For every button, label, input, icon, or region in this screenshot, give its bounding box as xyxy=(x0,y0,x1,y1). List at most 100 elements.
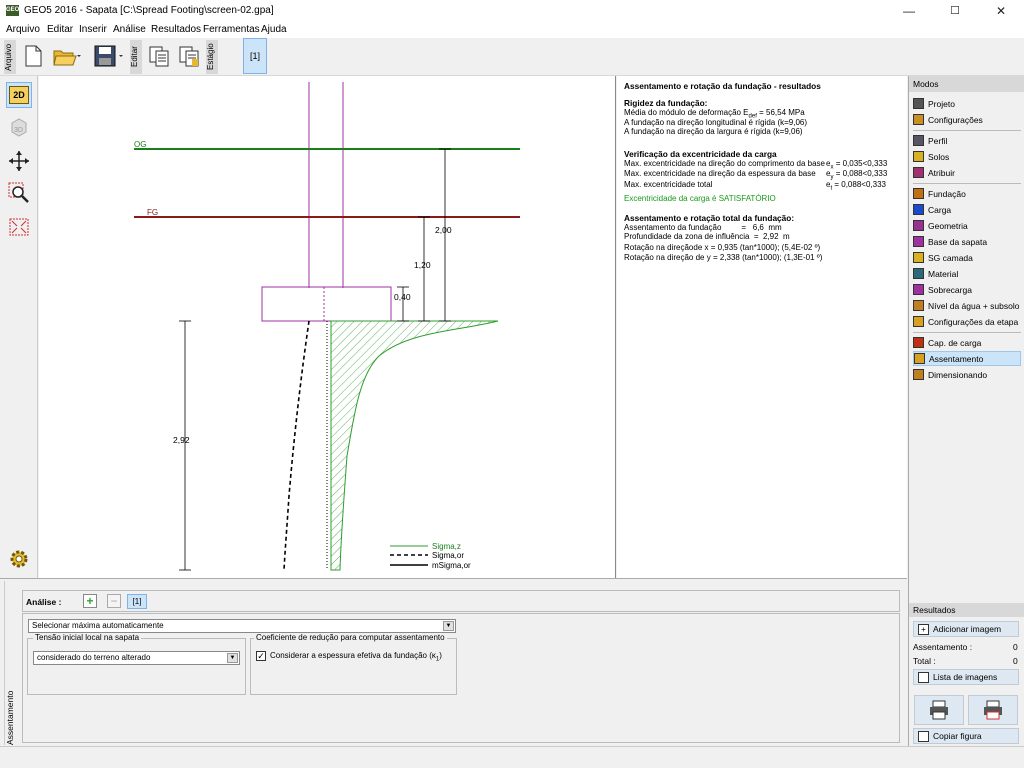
menu-ajuda[interactable]: Ajuda xyxy=(261,24,287,35)
settlement-side-label: Assentamento xyxy=(4,581,18,745)
mode-item-configuracoes-da-etapa[interactable]: Configurações da etapa xyxy=(913,314,1021,329)
eccentricity-ok-message: Excentricidade da carga é SATISFATÓRIO xyxy=(624,194,776,203)
editar-group-label: Editar xyxy=(130,40,142,74)
total-count-label: Total : xyxy=(913,656,936,666)
effective-thickness-checkbox[interactable]: ✓ xyxy=(256,651,266,661)
influence-depth: Profundidade da zona de influência = 2,9… xyxy=(624,232,790,241)
pan-button[interactable] xyxy=(6,148,32,174)
menu-analise[interactable]: Análise xyxy=(113,24,146,35)
dimension-lines xyxy=(179,148,451,571)
og-label: OG xyxy=(134,140,146,149)
mode-item-fundacao[interactable]: Fundação xyxy=(913,186,1021,201)
total-count-value: 0 xyxy=(1013,656,1018,666)
legend-msigma-or: mSigma,or xyxy=(432,561,471,570)
mode-item-configuracoes[interactable]: Configurações xyxy=(913,112,1021,127)
print-button[interactable] xyxy=(914,695,964,725)
mode-item-base-da-sapata[interactable]: Base da sapata xyxy=(913,234,1021,249)
initial-tension-label: Tensão inicial local na sapata xyxy=(33,633,142,642)
profile-icon xyxy=(913,135,924,146)
legend-sigma-or: Sigma,or xyxy=(432,551,464,560)
dim-label-2-00: 2,00 xyxy=(435,225,452,235)
results-title: Assentamento e rotação da fundação - res… xyxy=(624,81,821,91)
minimize-button[interactable]: — xyxy=(903,4,915,18)
load-icon xyxy=(913,204,924,215)
mode-item-material[interactable]: Material xyxy=(913,266,1021,281)
analysis-mode-select[interactable]: Selecionar máxima automaticamente▼ xyxy=(28,619,456,633)
move-arrows-icon xyxy=(9,151,29,171)
svg-text:3D: 3D xyxy=(14,127,23,134)
results-box-title: Resultados xyxy=(909,603,1024,617)
reduction-coef-label: Coeficiente de redução para computar ass… xyxy=(254,633,447,642)
view-2d-button[interactable]: 2D xyxy=(6,82,32,108)
stage-settings-icon xyxy=(913,316,924,327)
mode-item-projeto[interactable]: Projeto xyxy=(913,96,1021,111)
mode-item-geometria[interactable]: Geometria xyxy=(913,218,1021,233)
mode-item-atribuir[interactable]: Atribuir xyxy=(913,165,1021,180)
mode-item-cap-de-carga[interactable]: Cap. de carga xyxy=(913,335,1021,350)
menu-inserir[interactable]: Inserir xyxy=(79,24,107,35)
sigma-or-curve xyxy=(283,320,310,571)
footing-drawing: OG FG 2,00 1,20 0,40 2,92 Sigma,z Sigma,… xyxy=(134,82,520,571)
add-analysis-button[interactable]: + xyxy=(83,594,97,608)
remove-analysis-button[interactable]: − xyxy=(107,594,121,608)
new-file-icon[interactable] xyxy=(22,44,44,68)
rigidity-width: A fundação na direção da largura é rígid… xyxy=(624,127,803,136)
menu-arquivo[interactable]: Arquivo xyxy=(6,24,40,35)
zoom-button[interactable] xyxy=(6,180,32,206)
chevron-down-icon: ▼ xyxy=(443,621,454,631)
menu-resultados[interactable]: Resultados xyxy=(151,24,202,35)
mode-item-sg-camada[interactable]: SG camada xyxy=(913,250,1021,265)
mode-item-perfil[interactable]: Perfil xyxy=(913,133,1021,148)
stage-1-button[interactable]: [1] xyxy=(243,38,267,74)
mode-item-carga[interactable]: Carga xyxy=(913,202,1021,217)
effective-thickness-label: Considerar a espessura efetiva da fundaç… xyxy=(270,651,442,663)
menu-editar[interactable]: Editar xyxy=(47,24,74,35)
print-export-button[interactable] xyxy=(968,695,1018,725)
settlement-heading: Assentamento e rotação total da fundação… xyxy=(624,213,795,223)
copy-figure-button[interactable]: Copiar figura xyxy=(913,728,1019,744)
open-file-icon[interactable] xyxy=(52,44,82,68)
analysis-1-tab[interactable]: [1] xyxy=(127,594,147,609)
add-image-button[interactable]: +Adicionar imagem xyxy=(913,621,1019,637)
footing-rectangle xyxy=(261,286,392,322)
save-file-icon[interactable] xyxy=(92,44,126,68)
gear-icon xyxy=(10,550,28,568)
eccentricity-heading: Verificação da excentricidade da carga xyxy=(624,149,777,159)
settings-gear-button[interactable] xyxy=(6,546,32,572)
maximize-button[interactable]: ☐ xyxy=(950,5,960,17)
ecc-total-label: Max. excentricidade total xyxy=(624,180,713,189)
analysis-label: Análise : xyxy=(26,597,62,607)
mode-item-nivel-da-agua-subsolo[interactable]: Nível da água + subsolo xyxy=(913,298,1021,313)
legend-sigma-z: Sigma,z xyxy=(432,542,461,551)
close-button[interactable]: ✕ xyxy=(995,4,1007,18)
mode-item-sobrecarga[interactable]: Sobrecarga xyxy=(913,282,1021,297)
modes-divider xyxy=(913,332,1021,333)
settlement-value: Assentamento da fundação = 6,6 mm xyxy=(624,223,782,232)
list-images-button[interactable]: Lista de imagens xyxy=(913,669,1019,685)
initial-tension-select[interactable]: considerado do terreno alterado▼ xyxy=(33,651,240,665)
material-icon xyxy=(913,268,924,279)
water-icon xyxy=(913,300,924,311)
title-bar: GEO GEO5 2016 - Sapata [C:\Spread Footin… xyxy=(0,0,1024,22)
zoom-extent-button[interactable] xyxy=(6,214,32,240)
copy-data-icon[interactable] xyxy=(148,44,170,68)
dim-label-0-40: 0,40 xyxy=(394,292,411,302)
initial-tension-group: Tensão inicial local na sapata considera… xyxy=(27,633,246,695)
drawing-canvas[interactable]: OG FG 2,00 1,20 0,40 2,92 Sigma,z Sigma,… xyxy=(39,76,616,578)
foundation-icon xyxy=(913,188,924,199)
settlement-icon xyxy=(914,353,925,364)
stress-bulb xyxy=(330,320,499,571)
rigidity-modulus: Média do módulo de deformação Edef = 56,… xyxy=(624,108,805,120)
modes-divider xyxy=(913,183,1021,184)
mode-item-solos[interactable]: Solos xyxy=(913,149,1021,164)
analysis-input-panel: Assentamento Análise : + − [1] Seleciona… xyxy=(0,578,907,746)
mode-item-dimensionando[interactable]: Dimensionando xyxy=(913,367,1021,382)
arquivo-group-label: Arquivo xyxy=(4,40,16,74)
mode-item-assentamento[interactable]: Assentamento xyxy=(913,351,1021,366)
modes-title: Modos xyxy=(909,76,1024,92)
paste-data-icon[interactable] xyxy=(178,44,200,68)
rotation-x: Rotação na direçãode x = 0,935 (tan*1000… xyxy=(624,243,821,252)
view-3d-button[interactable]: 3D xyxy=(6,114,32,140)
menu-ferramentas[interactable]: Ferramentas xyxy=(203,24,260,35)
printer-icon xyxy=(930,700,948,720)
